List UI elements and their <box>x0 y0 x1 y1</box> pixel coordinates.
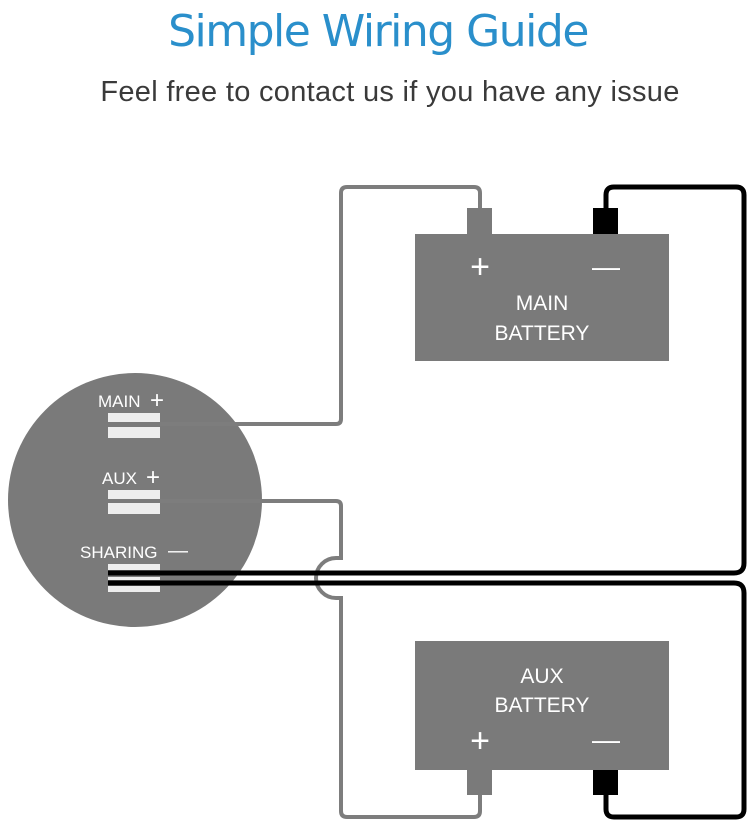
page-title: Simple Wiring Guide <box>168 6 589 57</box>
main-battery-body <box>415 234 669 361</box>
main-battery-negative-sign: — <box>592 251 620 282</box>
aux-positive-wire <box>160 499 482 819</box>
main-battery-positive-post <box>467 208 492 234</box>
aux-battery-negative-sign: — <box>592 724 620 755</box>
terminal-sign-aux: + <box>146 464 160 491</box>
aux-battery-label-line1: AUX <box>520 665 563 688</box>
aux-battery-negative-post <box>593 770 618 795</box>
aux-battery-body <box>415 641 669 770</box>
terminal-main-positive <box>108 413 160 438</box>
main-battery-negative-post <box>593 208 618 234</box>
terminal-sharing-negative <box>108 564 160 592</box>
main-positive-wire <box>160 185 482 426</box>
main-battery-label-line1: MAIN <box>516 292 569 315</box>
main-battery-label-line2: BATTERY <box>495 322 590 345</box>
terminal-label-main: MAIN <box>98 392 141 411</box>
aux-battery-label-line2: BATTERY <box>495 694 590 717</box>
terminal-sign-main: + <box>150 387 164 414</box>
aux-battery-positive-sign: + <box>470 722 490 760</box>
main-negative-wire <box>108 184 747 576</box>
main-battery-positive-sign: + <box>470 248 490 286</box>
page-subtitle: Feel free to contact us if you have any … <box>100 76 680 108</box>
aux-battery: AUX BATTERY + — <box>415 641 669 795</box>
terminal-sign-sharing: — <box>168 540 188 562</box>
main-battery: + — MAIN BATTERY <box>415 208 669 361</box>
switch-panel <box>8 373 262 627</box>
aux-battery-positive-post <box>467 770 492 795</box>
terminal-aux-positive <box>108 490 160 514</box>
terminal-label-aux: AUX <box>102 469 137 488</box>
terminal-label-sharing: SHARING <box>80 543 157 562</box>
aux-negative-wire <box>108 580 747 820</box>
